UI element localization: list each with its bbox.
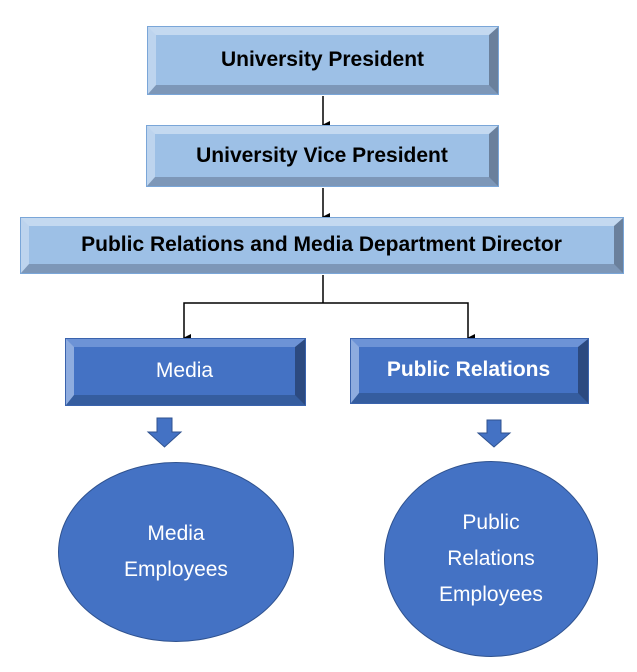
node-label: Public Relations — [386, 358, 551, 381]
node-label: Public — [462, 511, 520, 534]
node-label: University President — [220, 48, 425, 71]
node-public-relations: Public Relations — [350, 338, 589, 404]
node-label: Employees — [124, 558, 228, 581]
node-label: Public Relations and Media Department Di… — [81, 233, 562, 256]
node-department-director: Public Relations and Media Department Di… — [20, 217, 624, 274]
connector-to-public-relations — [323, 302, 475, 342]
block-arrow-down-icon — [476, 419, 512, 448]
node-label: University Vice President — [196, 143, 448, 167]
node-university-president: University President — [147, 26, 499, 95]
node-label: Media — [147, 522, 205, 545]
node-label: Employees — [439, 583, 543, 606]
block-arrow-down-icon — [146, 417, 183, 448]
node-university-vice-president: University Vice President — [146, 125, 499, 187]
node-media: Media — [65, 338, 306, 406]
node-label: Media — [155, 359, 214, 382]
connector-to-media — [183, 302, 323, 342]
node-label: Relations — [447, 547, 535, 570]
